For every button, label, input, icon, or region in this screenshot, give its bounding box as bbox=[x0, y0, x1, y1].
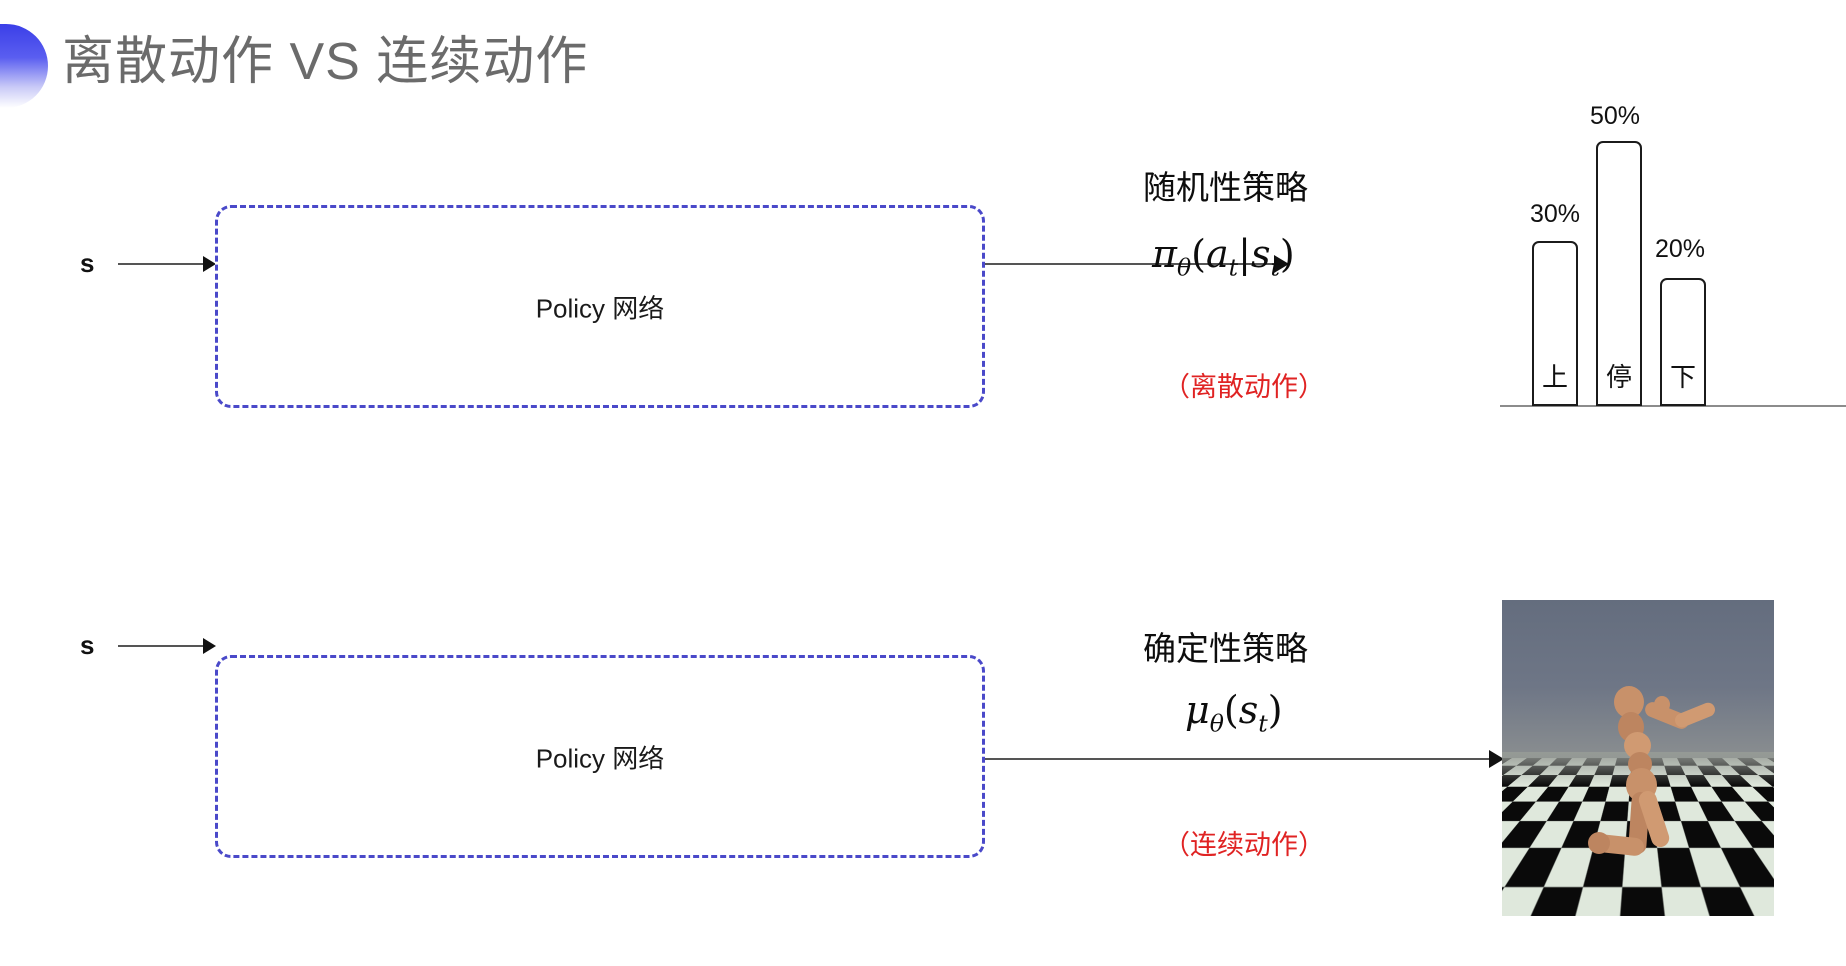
output-arrow-continuous bbox=[985, 758, 1502, 760]
bar-category-0: 上 bbox=[1541, 362, 1568, 392]
bar-2 bbox=[1660, 278, 1706, 406]
action-type-note-discrete: （离散动作） bbox=[1163, 372, 1325, 402]
action-type-note-continuous: （连续动作） bbox=[1163, 830, 1325, 860]
formula-theta: θ bbox=[1176, 253, 1192, 282]
formula-arg2: s bbox=[1250, 232, 1271, 276]
formula-fn: μ bbox=[1185, 688, 1210, 732]
bar-category-1: 停 bbox=[1605, 362, 1632, 392]
humanoid-hand bbox=[1654, 696, 1670, 713]
formula-close-paren: ) bbox=[1279, 232, 1295, 276]
formula-arg1-sub: t bbox=[1258, 709, 1268, 738]
action-probability-bar-chart: 30% 上 50% 停 20% 下 bbox=[1500, 95, 1846, 425]
formula-bar: | bbox=[1238, 232, 1251, 276]
policy-network-label-discrete: Policy 网络 bbox=[535, 293, 665, 323]
output-arrow-discrete bbox=[985, 263, 1287, 265]
humanoid-foot bbox=[1588, 832, 1610, 854]
formula-arg1: s bbox=[1238, 688, 1259, 732]
page-title: 离散动作 VS 连续动作 bbox=[62, 33, 589, 91]
input-arrow-continuous bbox=[118, 645, 214, 647]
bar-value-0: 30% bbox=[1529, 200, 1581, 228]
chart-axis-line bbox=[1500, 405, 1846, 407]
formula-open-paren: ( bbox=[1191, 232, 1206, 276]
policy-network-box-discrete[interactable]: Policy 网络 bbox=[215, 205, 985, 408]
formula-fn: π bbox=[1152, 232, 1177, 276]
humanoid-simulation-image bbox=[1502, 600, 1774, 916]
formula-arg1: a bbox=[1206, 232, 1229, 276]
policy-type-name-discrete: 随机性策略 bbox=[1143, 169, 1308, 206]
state-input-label-continuous: s bbox=[80, 630, 95, 660]
policy-formula-discrete: πθ(at|st) bbox=[1152, 232, 1295, 282]
state-input-label-discrete: s bbox=[80, 248, 95, 278]
bar-1 bbox=[1596, 141, 1642, 406]
formula-open-paren: ( bbox=[1223, 688, 1239, 732]
formula-arg1-sub: t bbox=[1228, 253, 1239, 282]
policy-type-name-continuous: 确定性策略 bbox=[1143, 630, 1308, 667]
bar-value-1: 50% bbox=[1589, 102, 1641, 130]
formula-close-paren: ) bbox=[1267, 688, 1283, 732]
formula-arg2-sub: t bbox=[1270, 253, 1280, 282]
formula-theta: θ bbox=[1209, 709, 1224, 738]
half-circle-gradient-icon bbox=[0, 24, 48, 108]
input-arrow-discrete bbox=[118, 263, 214, 265]
policy-network-box-continuous[interactable]: Policy 网络 bbox=[215, 655, 985, 858]
bar-category-2: 下 bbox=[1669, 362, 1696, 392]
policy-formula-continuous: μθ(st) bbox=[1185, 688, 1283, 738]
policy-network-label-continuous: Policy 网络 bbox=[535, 743, 665, 773]
bar-value-2: 20% bbox=[1654, 235, 1706, 263]
bar-0 bbox=[1532, 241, 1578, 406]
